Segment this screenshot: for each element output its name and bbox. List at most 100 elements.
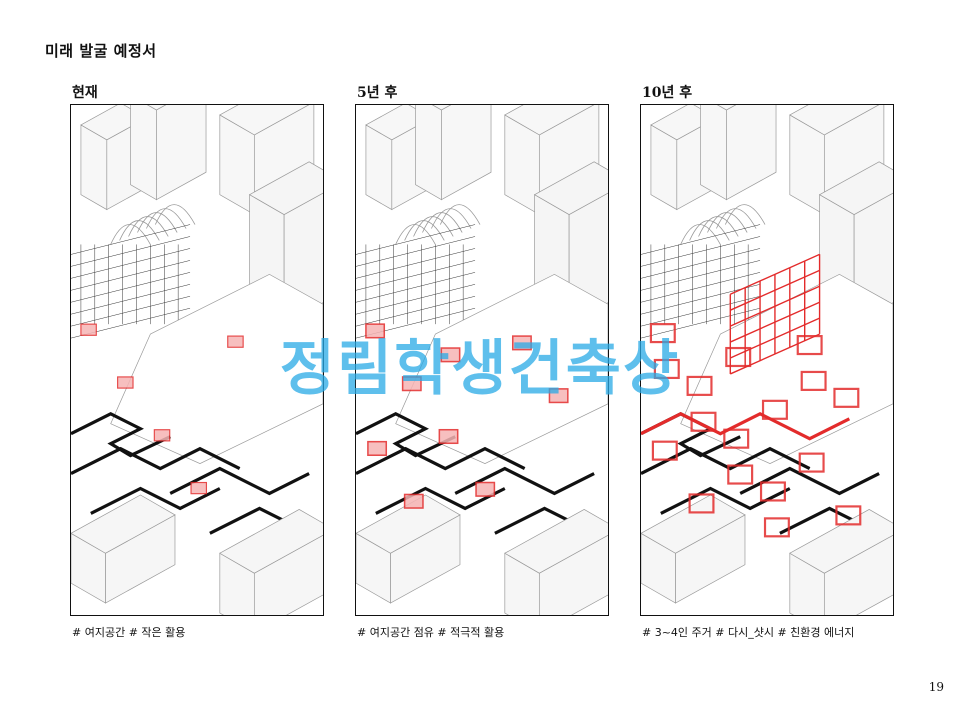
grid-line: [356, 284, 476, 315]
red-intervention: [153, 429, 171, 442]
arch-rib: [146, 208, 187, 229]
tower-b-side: [130, 105, 157, 201]
red-intervention: [763, 517, 790, 538]
plan-wall-3: [375, 486, 506, 515]
arch-rib: [680, 224, 721, 245]
grid-line: [356, 260, 476, 291]
arch-rib: [431, 208, 472, 229]
tower-c-top: [504, 105, 595, 136]
lower-block-a-top: [71, 494, 176, 554]
grid-line: [641, 248, 761, 279]
arch-rib: [698, 216, 739, 237]
plan-wall-1: [356, 446, 526, 475]
red-intervention: [367, 440, 388, 456]
red-intervention: [727, 464, 754, 485]
red-intervention: [686, 375, 713, 396]
grid-line: [71, 260, 191, 291]
red-frame-beam: [730, 333, 820, 375]
tower-b-top: [432, 105, 452, 111]
axonometric-panel-5-years: [355, 104, 609, 616]
lower-block-b-top: [504, 509, 608, 574]
red-intervention: [649, 323, 676, 344]
grid-line: [71, 236, 191, 267]
red-intervention: [227, 335, 244, 348]
courtyard-plane: [110, 273, 323, 464]
red-intervention: [401, 376, 422, 392]
axonometric-panel-10-years: [640, 104, 894, 616]
plan-wall-0: [71, 412, 171, 458]
red-intervention: [403, 493, 424, 509]
arch-rib: [154, 204, 196, 225]
plan-wall-2: [169, 466, 310, 496]
red-intervention: [759, 481, 786, 502]
panel-title-5-years: 5년 후: [357, 85, 398, 101]
grid-line: [356, 224, 476, 255]
lower-block-b-top: [219, 509, 323, 574]
grid-line: [356, 248, 476, 279]
plan-wall-1: [641, 446, 811, 475]
plan-wall-0: [356, 412, 456, 458]
panel-title-10-years: 10년 후: [642, 85, 693, 101]
tower-b-front: [156, 105, 207, 201]
arch-rib: [128, 216, 169, 237]
tower-c-top: [789, 105, 880, 136]
arch-rib: [716, 208, 757, 229]
red-intervention: [800, 370, 827, 391]
grid-line: [641, 260, 761, 291]
tower-b-side: [700, 105, 727, 201]
grid-line: [641, 296, 761, 327]
page-number: 19: [928, 680, 944, 694]
tower-b-top: [147, 105, 167, 111]
page-title: 미래 발굴 예정서: [45, 42, 157, 60]
tower-d-top: [248, 161, 323, 215]
grid-line: [71, 284, 191, 315]
red-intervention: [365, 323, 386, 339]
red-intervention: [440, 347, 461, 363]
plan-wall-1: [71, 446, 241, 475]
plan-wall-2: [739, 466, 880, 496]
red-intervention: [761, 399, 788, 420]
grid-line: [641, 236, 761, 267]
red-intervention: [833, 387, 860, 408]
grid-line: [356, 236, 476, 267]
red-intervention: [835, 505, 862, 526]
red-intervention: [796, 334, 823, 356]
red-plan-wall: [641, 412, 851, 441]
courtyard-plane: [395, 273, 608, 464]
red-intervention: [690, 411, 717, 432]
tower-b-side: [415, 105, 442, 201]
red-intervention: [725, 346, 752, 368]
caption-now: # 여지공간 # 작은 활용: [72, 626, 186, 639]
tower-c-top: [219, 105, 310, 136]
tower-d-top: [818, 161, 893, 215]
grid-line: [71, 272, 191, 303]
arch-rib: [110, 224, 151, 245]
arch-rib: [724, 204, 766, 225]
grid-line: [71, 296, 191, 327]
grid-line: [641, 307, 761, 339]
red-intervention: [475, 481, 496, 497]
red-intervention: [651, 440, 678, 461]
lower-block-a-top: [356, 494, 461, 554]
lower-block-a-top: [641, 494, 746, 554]
tower-d-top: [533, 161, 608, 215]
axonometric-drawing-10-years: [641, 105, 893, 615]
caption-5-years: # 여지공간 점유 # 적극적 활용: [357, 626, 505, 639]
plan-wall-3: [90, 486, 221, 515]
plan-wall-3: [660, 486, 791, 515]
arch-rib: [439, 204, 481, 225]
red-intervention: [511, 335, 532, 351]
grid-line: [71, 248, 191, 279]
caption-10-years: # 3~4인 주거 # 다시_샷시 # 친환경 에너지: [642, 626, 855, 639]
tower-b-front: [726, 105, 777, 201]
red-intervention: [438, 428, 459, 445]
grid-line: [71, 224, 191, 255]
axonometric-drawing-5-years: [356, 105, 608, 615]
panel-title-now: 현재: [72, 85, 98, 101]
tower-b-front: [441, 105, 492, 201]
red-intervention: [688, 493, 715, 514]
red-intervention: [80, 323, 97, 336]
red-intervention: [117, 376, 134, 389]
tower-b-top: [717, 105, 737, 111]
grid-line: [356, 296, 476, 327]
